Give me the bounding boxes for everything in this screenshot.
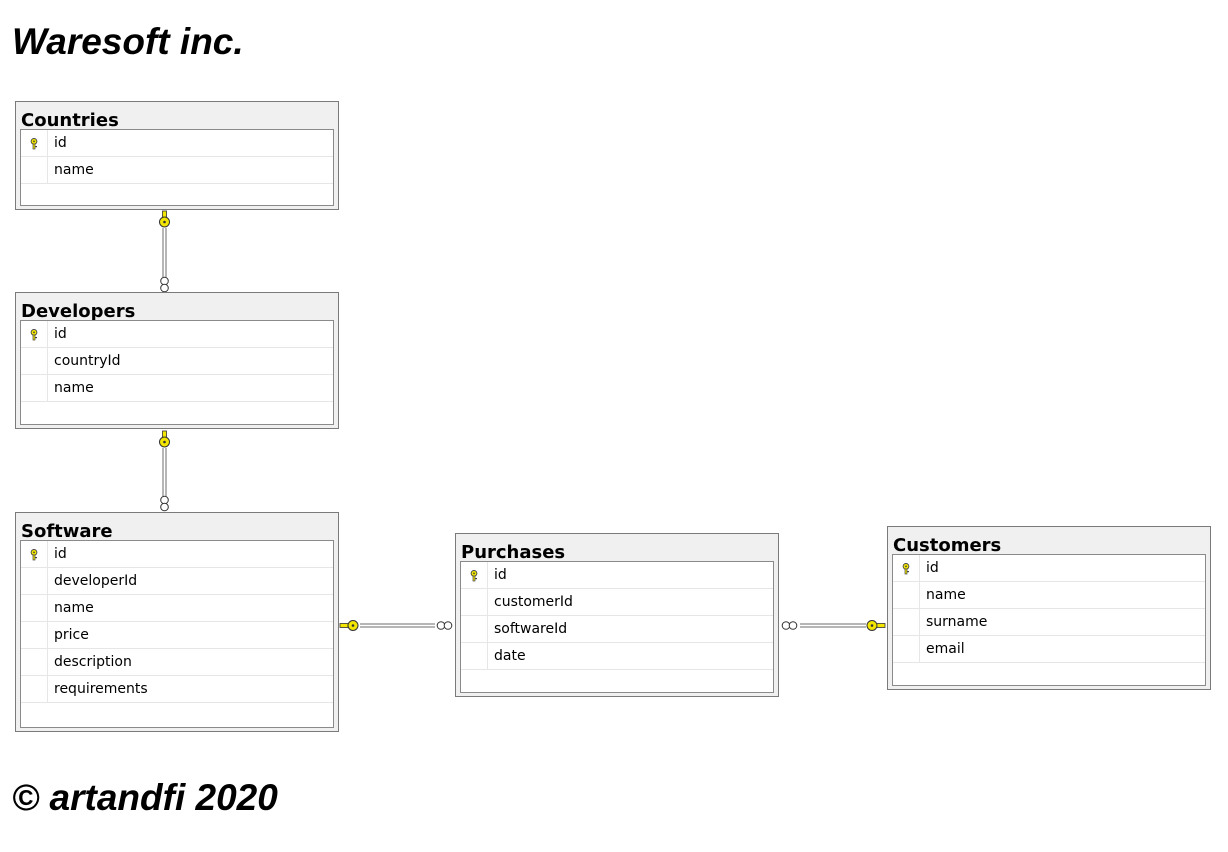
column-row-email[interactable]: email bbox=[893, 636, 1205, 663]
row-selector bbox=[461, 643, 488, 670]
row-selector bbox=[461, 589, 488, 616]
row-selector bbox=[21, 130, 48, 157]
table-title: Countries bbox=[21, 110, 119, 131]
row-selector bbox=[893, 636, 920, 663]
row-selector bbox=[21, 541, 48, 568]
column-name: price bbox=[54, 627, 89, 643]
table-customers[interactable]: Customers id name surname email bbox=[887, 526, 1211, 690]
column-row-surname[interactable]: surname bbox=[893, 609, 1205, 636]
table-title: Customers bbox=[893, 535, 1002, 556]
row-selector bbox=[21, 157, 48, 184]
table-title: Purchases bbox=[461, 542, 566, 563]
column-row-description[interactable]: description bbox=[21, 649, 333, 676]
diagram-title: Waresoft inc. bbox=[12, 21, 244, 62]
copyright-footer: © artandfi 2020 bbox=[12, 777, 278, 818]
row-selector bbox=[21, 321, 48, 348]
column-row-requirements[interactable]: requirements bbox=[21, 676, 333, 703]
column-name: id bbox=[54, 135, 67, 151]
one-end-key-icon bbox=[159, 430, 170, 448]
column-name: name bbox=[54, 380, 94, 396]
many-end-infinity-icon bbox=[160, 495, 169, 512]
row-selector bbox=[893, 609, 920, 636]
table-title: Developers bbox=[21, 301, 136, 322]
column-name: name bbox=[54, 600, 94, 616]
column-name: id bbox=[54, 546, 67, 562]
column-name: name bbox=[54, 162, 94, 178]
relationship-software-purchases[interactable] bbox=[339, 620, 453, 631]
column-row-customerid[interactable]: customerId bbox=[461, 589, 773, 616]
relationship-developers-software[interactable] bbox=[159, 430, 170, 512]
column-row-id[interactable]: id bbox=[21, 541, 333, 568]
row-selector bbox=[21, 595, 48, 622]
table-columns: id developerId name price description require… bbox=[20, 540, 334, 728]
column-row-name[interactable]: name bbox=[21, 595, 333, 622]
table-countries[interactable]: Countries id name bbox=[15, 101, 339, 210]
column-row-name[interactable]: name bbox=[21, 375, 333, 402]
column-row-developerid[interactable]: developerId bbox=[21, 568, 333, 595]
relationship-countries-developers[interactable] bbox=[159, 210, 170, 293]
column-row-id[interactable]: id bbox=[21, 321, 333, 348]
column-row-price[interactable]: price bbox=[21, 622, 333, 649]
table-title: Software bbox=[21, 521, 113, 542]
column-name: date bbox=[494, 648, 526, 664]
row-selector bbox=[21, 622, 48, 649]
one-end-key-icon bbox=[159, 210, 170, 228]
row-selector bbox=[21, 649, 48, 676]
row-selector bbox=[461, 562, 488, 589]
row-selector bbox=[21, 676, 48, 703]
column-name: email bbox=[926, 641, 965, 657]
column-row-name[interactable]: name bbox=[21, 157, 333, 184]
column-row-id[interactable]: id bbox=[893, 555, 1205, 582]
row-selector bbox=[461, 616, 488, 643]
column-name: countryId bbox=[54, 353, 121, 369]
table-columns: id countryId name bbox=[20, 320, 334, 425]
column-name: developerId bbox=[54, 573, 138, 589]
column-name: id bbox=[926, 560, 939, 576]
column-row-date[interactable]: date bbox=[461, 643, 773, 670]
column-name: softwareId bbox=[494, 621, 568, 637]
column-row-countryid[interactable]: countryId bbox=[21, 348, 333, 375]
table-software[interactable]: Software id developerId name price descripti… bbox=[15, 512, 339, 732]
row-selector bbox=[21, 375, 48, 402]
column-name: requirements bbox=[54, 681, 148, 697]
column-name: description bbox=[54, 654, 132, 670]
column-name: id bbox=[494, 567, 507, 583]
column-row-id[interactable]: id bbox=[21, 130, 333, 157]
column-name: surname bbox=[926, 614, 988, 630]
column-name: name bbox=[926, 587, 966, 603]
table-developers[interactable]: Developers id countryId name bbox=[15, 292, 339, 429]
table-columns: id customerId softwareId date bbox=[460, 561, 774, 693]
many-end-infinity-icon bbox=[160, 276, 169, 293]
column-row-name[interactable]: name bbox=[893, 582, 1205, 609]
column-name: customerId bbox=[494, 594, 573, 610]
row-selector bbox=[21, 568, 48, 595]
column-name: id bbox=[54, 326, 67, 342]
column-row-id[interactable]: id bbox=[461, 562, 773, 589]
row-selector bbox=[893, 582, 920, 609]
row-selector bbox=[893, 555, 920, 582]
table-columns: id name bbox=[20, 129, 334, 206]
column-row-softwareid[interactable]: softwareId bbox=[461, 616, 773, 643]
table-columns: id name surname email bbox=[892, 554, 1206, 686]
one-end-key-icon bbox=[866, 620, 886, 631]
one-end-key-icon bbox=[339, 620, 359, 631]
table-purchases[interactable]: Purchases id customerId softwareId date bbox=[455, 533, 779, 697]
row-selector bbox=[21, 348, 48, 375]
relationship-customers-purchases[interactable] bbox=[781, 620, 886, 631]
many-end-infinity-icon bbox=[436, 621, 453, 630]
many-end-infinity-icon bbox=[781, 621, 798, 630]
